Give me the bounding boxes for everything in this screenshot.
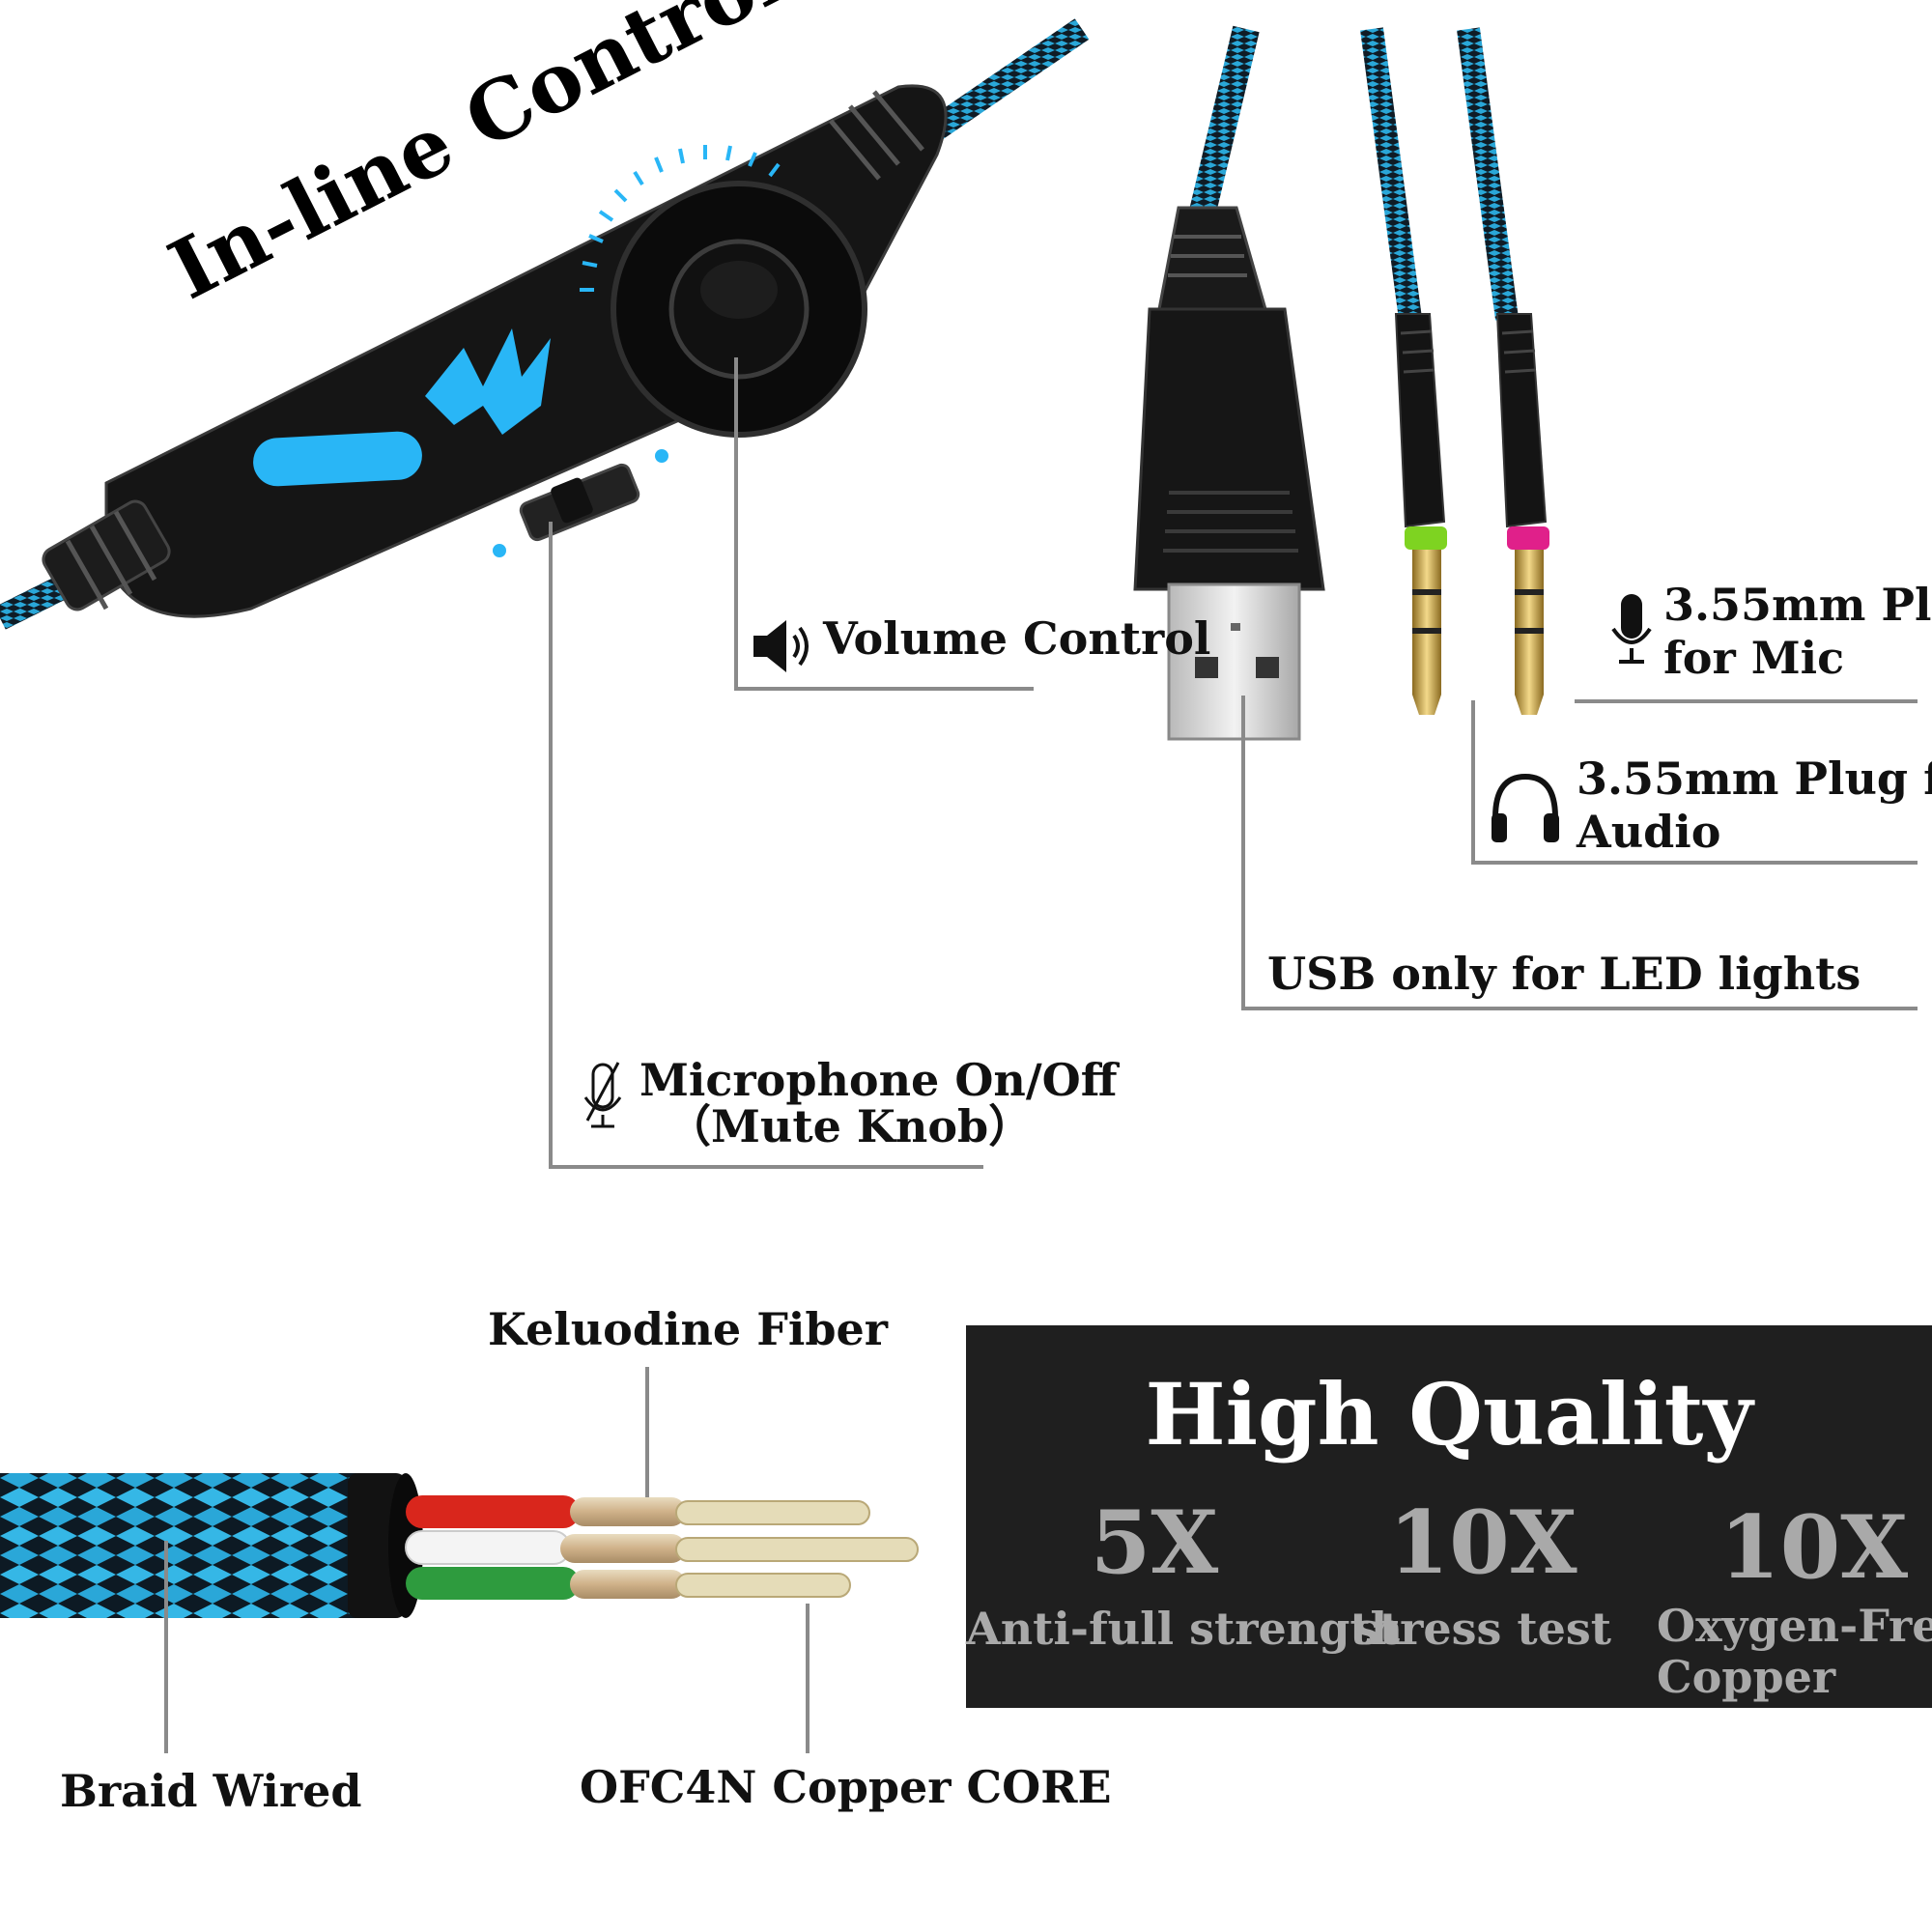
leader-audio-v: [1471, 700, 1475, 865]
stat-stress: 10X stress test: [1352, 1499, 1613, 1655]
leader-volume-h: [734, 687, 1034, 691]
label-copper-core: OFC4N Copper CORE: [580, 1761, 1112, 1813]
stat-caption: Oxygen-Free: [1657, 1600, 1932, 1652]
label-audio-plug-line1: 3.55mm Plug for: [1577, 753, 1932, 805]
leader-mic-switch-v: [549, 522, 553, 1169]
high-quality-title: High Quality: [1145, 1364, 1753, 1464]
label-fiber: Keluodine Fiber: [488, 1303, 888, 1355]
leader-usb-v: [1241, 696, 1245, 1010]
plug-cables: [1184, 25, 1519, 321]
usb-connector: [1133, 206, 1325, 741]
audio-plug: [1394, 313, 1447, 715]
label-mic-switch-line2: （Mute Knob）: [667, 1100, 1034, 1152]
leader-mic-plug-h: [1575, 699, 1918, 703]
stat-value: 10X: [1388, 1492, 1577, 1594]
leader-braid-v: [164, 1541, 168, 1753]
label-usb: USB only for LED lights: [1267, 948, 1861, 1000]
leader-copper-v: [806, 1604, 810, 1753]
microphone-icon: [1611, 594, 1652, 664]
leader-usb-h: [1241, 1007, 1918, 1010]
stat-value: 5X: [1090, 1492, 1219, 1594]
mic-plug: [1495, 313, 1549, 715]
speaker-icon: [753, 620, 809, 672]
leader-mic-switch-h: [549, 1165, 983, 1169]
high-quality-panel: High Quality 5X Anti-full strength 10X s…: [966, 1325, 1932, 1708]
cable-cross-section: [0, 1473, 919, 1618]
label-audio-plug-line2: Audio: [1577, 806, 1721, 858]
stat-caption: stress test: [1353, 1603, 1612, 1655]
leader-volume-v: [734, 357, 738, 691]
stat-value: 10X: [1719, 1496, 1909, 1599]
leader-fiber-v: [645, 1367, 649, 1497]
label-volume-control: Volume Control: [823, 612, 1211, 665]
label-mic-plug-line1: 3.55mm Plug: [1663, 579, 1932, 631]
stat-copper: 10X Oxygen-Free Copper: [1642, 1504, 1932, 1703]
leader-audio-h: [1471, 861, 1918, 865]
label-mic-plug-line2: for Mic: [1663, 632, 1845, 684]
stat-caption: Anti-full strength: [966, 1603, 1404, 1655]
stat-caption-2: Copper: [1657, 1650, 1836, 1703]
label-braid: Braid Wired: [60, 1765, 362, 1817]
headphones-icon: [1492, 773, 1559, 842]
label-mic-switch-line1: Microphone On/Off: [639, 1054, 1118, 1106]
inline-control-body: [42, 84, 948, 618]
stat-strength: 5X Anti-full strength: [966, 1492, 1404, 1655]
microphone-mute-icon: [583, 1062, 622, 1128]
